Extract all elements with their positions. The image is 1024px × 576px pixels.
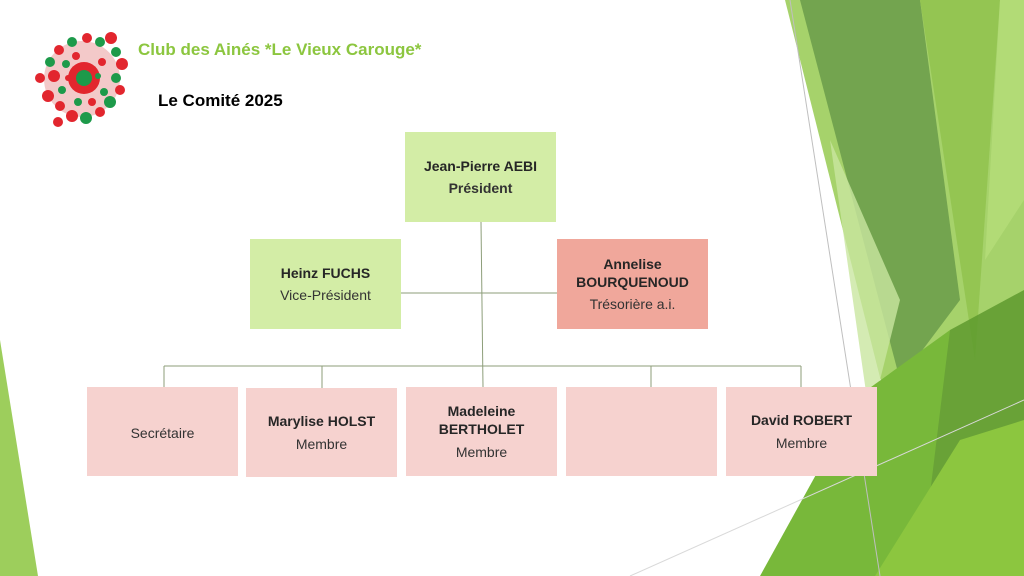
connector-president-trunk: [480, 221, 484, 388]
member-box-3: Madeleine BERTHOLET Membre: [406, 387, 557, 476]
member-3-name: Madeleine BERTHOLET: [438, 403, 525, 438]
treasurer-name: Annelise BOURQUENOUD: [576, 255, 689, 290]
member-5-name: David ROBERT: [750, 412, 853, 429]
treasurer-box: Annelise BOURQUENOUD Trésorière a.i.: [557, 239, 708, 329]
member-3-role: Membre: [455, 443, 508, 460]
vice-president-box: Heinz FUCHS Vice-Président: [250, 239, 401, 329]
member-1-role: Secrétaire: [130, 425, 195, 442]
club-logo: [35, 32, 128, 127]
vice-president-role: Vice-Président: [280, 287, 371, 303]
president-name: Jean-Pierre AEBI: [423, 157, 538, 174]
member-2-role: Membre: [295, 435, 348, 452]
member-box-4: [566, 387, 717, 476]
president-box: Jean-Pierre AEBI Président: [405, 132, 556, 222]
member-2-name: Marylise HOLST: [267, 413, 376, 430]
member-box-2: Marylise HOLST Membre: [246, 388, 397, 477]
treasurer-role: Trésorière a.i.: [589, 296, 676, 313]
president-role: Président: [448, 180, 513, 196]
club-name: Club des Ainés *Le Vieux Carouge*: [138, 40, 422, 59]
vice-president-name: Heinz FUCHS: [280, 264, 371, 281]
member-box-5: David ROBERT Membre: [726, 387, 877, 476]
member-box-1: Secrétaire: [87, 387, 238, 476]
slide-title: Le Comité 2025: [158, 91, 283, 110]
member-5-role: Membre: [775, 434, 828, 451]
